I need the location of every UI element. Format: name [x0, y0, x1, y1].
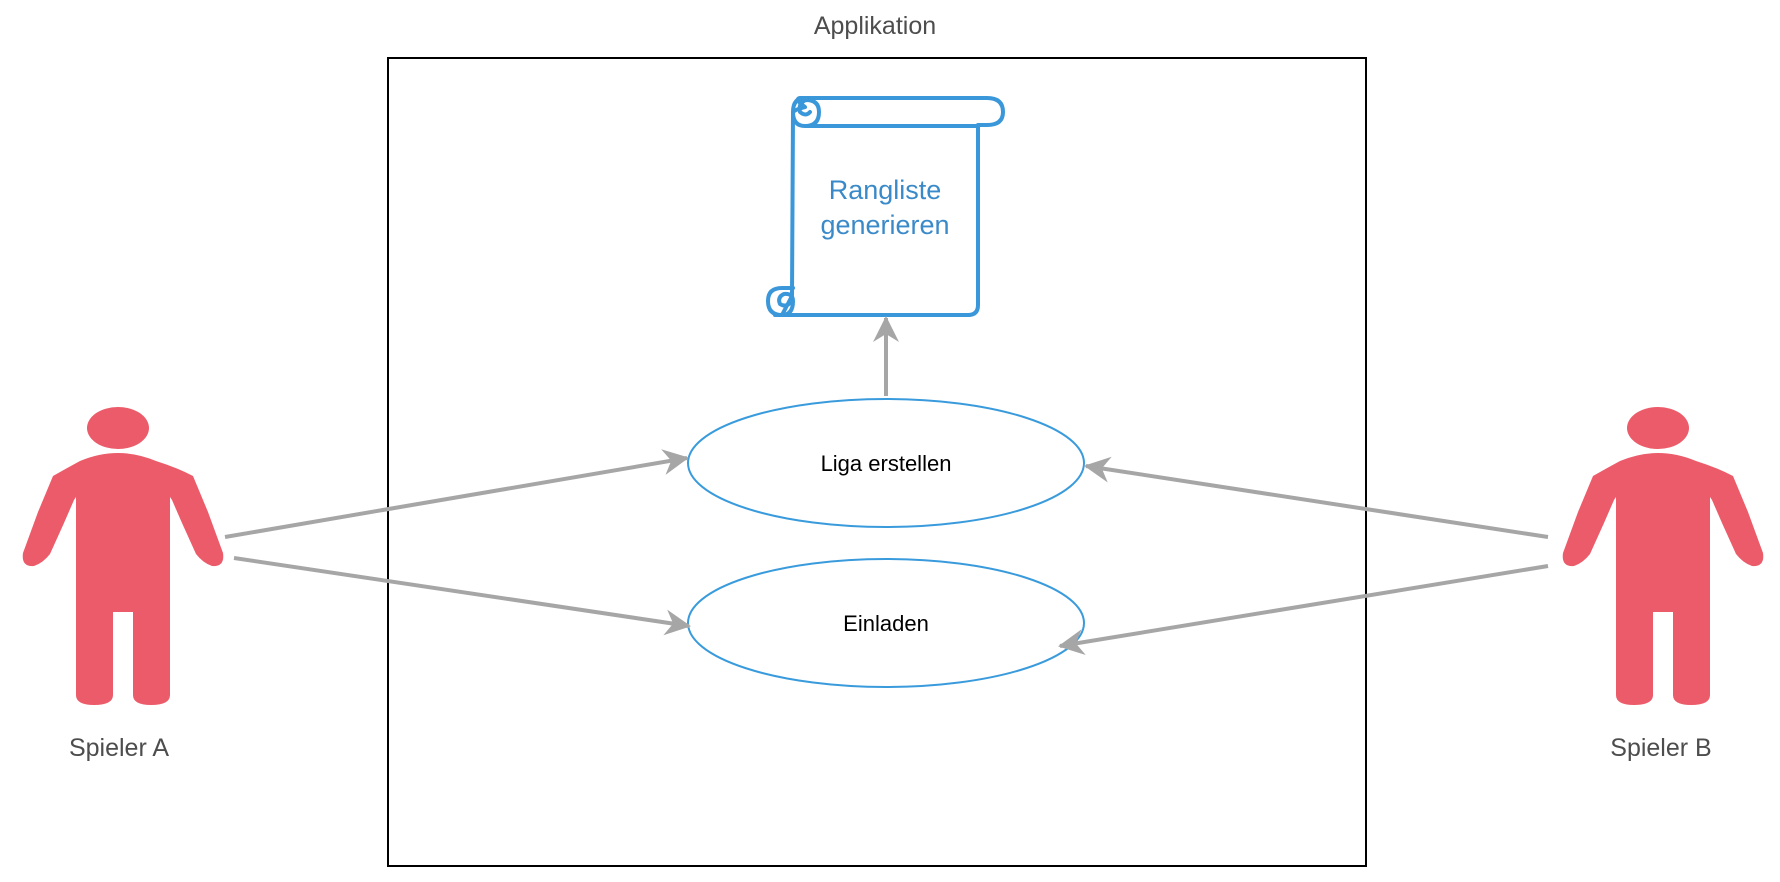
actor-head	[1627, 407, 1689, 449]
arrow-spieler-b-to-liga[interactable]	[1084, 456, 1549, 539]
scroll-top-curl	[791, 96, 821, 128]
system-boundary	[387, 57, 1367, 867]
actor-spieler-b[interactable]: Spieler B	[1562, 407, 1764, 762]
arrow-spieler-b-to-einladen[interactable]	[1058, 564, 1549, 655]
actor-spieler-a[interactable]: Spieler A	[22, 407, 224, 762]
scroll-body	[773, 96, 1005, 317]
scroll-label-line1: Rangliste	[829, 175, 942, 205]
use-case-label: Einladen	[843, 611, 929, 636]
system-title: Applikation	[814, 12, 936, 40]
arrow-spieler-a-to-einladen[interactable]	[233, 556, 691, 636]
use-case-label: Liga erstellen	[821, 451, 952, 476]
actor-body-icon	[22, 453, 224, 705]
actor-label: Spieler A	[69, 734, 169, 762]
use-case-einladen[interactable]: Einladen	[687, 558, 1085, 688]
actor-head	[87, 407, 149, 449]
scroll-bottom-curl	[766, 286, 795, 317]
scroll-rangliste[interactable]: Rangliste generieren	[766, 96, 1005, 317]
scroll-label-line2: generieren	[820, 210, 949, 240]
arrow-spieler-a-to-liga[interactable]	[224, 449, 689, 539]
use-case-liga-erstellen[interactable]: Liga erstellen	[687, 398, 1085, 528]
associations	[224, 316, 1549, 655]
actor-body-icon	[1562, 453, 1764, 705]
actor-label: Spieler B	[1610, 734, 1711, 762]
